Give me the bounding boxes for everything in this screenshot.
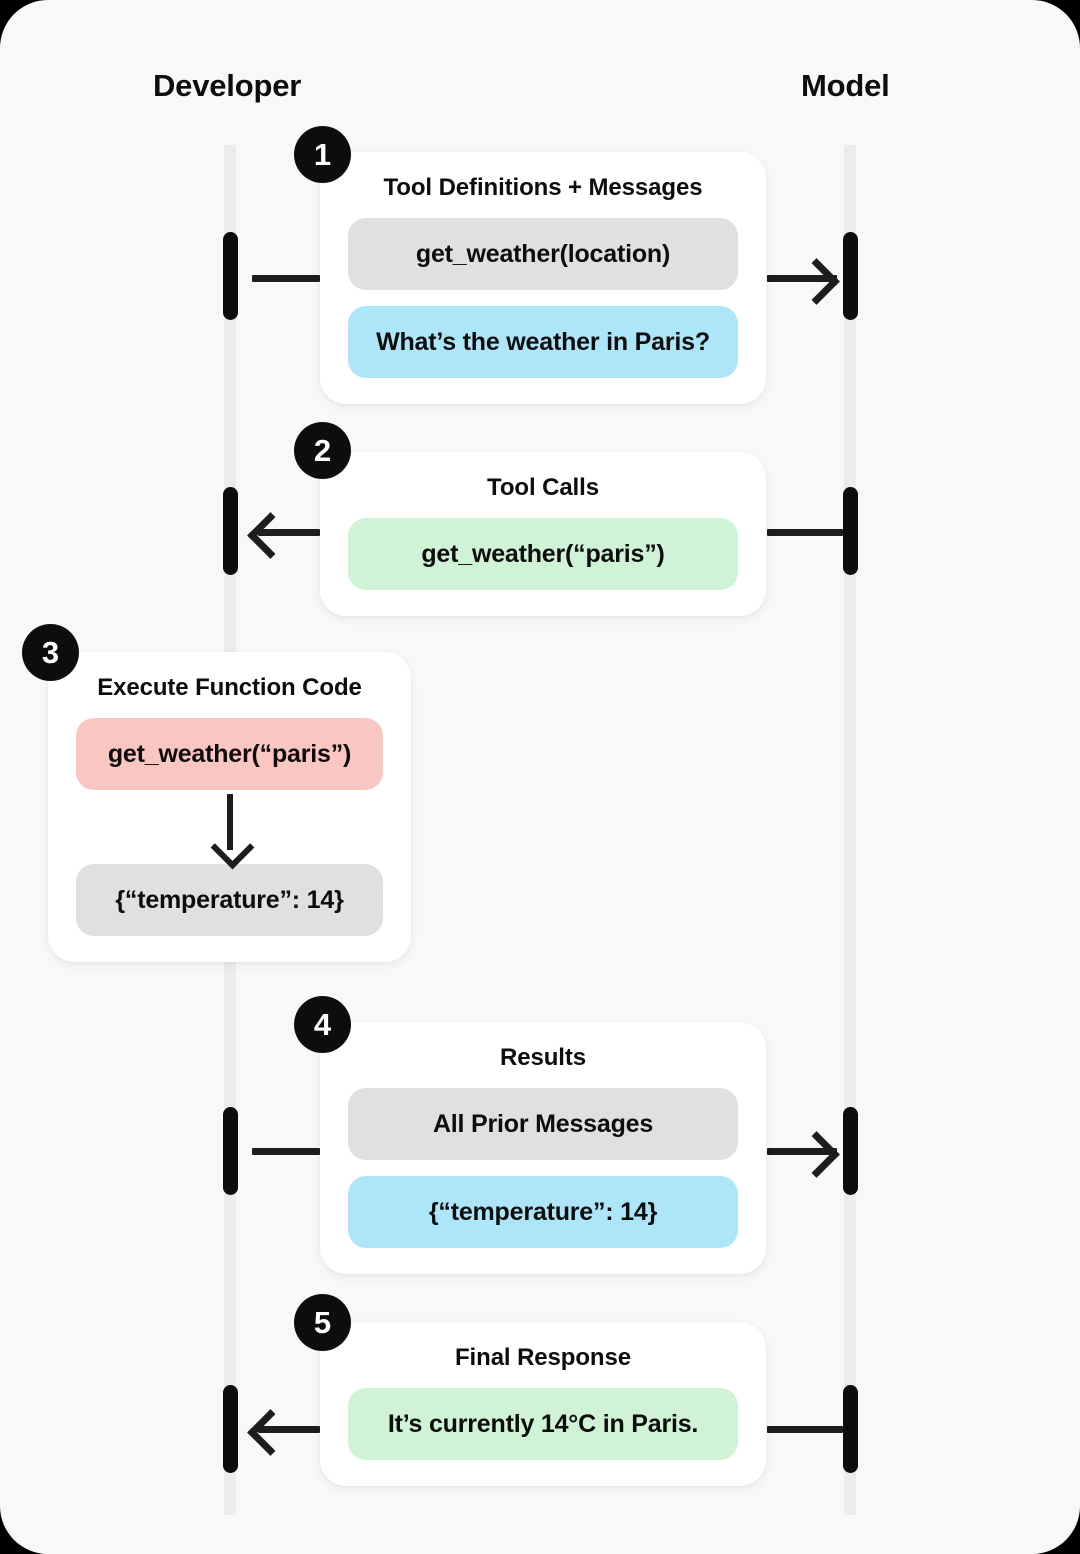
step-card-3-title: Execute Function Code <box>97 674 362 701</box>
arrowhead-step5-to-developer <box>247 1409 294 1456</box>
activation-model-step5 <box>843 1385 858 1473</box>
step-card-4-title: Results <box>500 1044 586 1071</box>
step-badge-3: 3 <box>22 624 79 681</box>
activation-developer-step4 <box>223 1107 238 1195</box>
step-card-4-pill-1: All Prior Messages <box>348 1088 738 1160</box>
step-card-2[interactable]: Tool Calls get_weather(“paris”) <box>320 452 766 616</box>
step-card-1-title: Tool Definitions + Messages <box>383 174 703 201</box>
activation-model-step1 <box>843 232 858 320</box>
arrowhead-step1-to-model <box>793 258 840 305</box>
activation-developer-step1 <box>223 232 238 320</box>
step-card-3-pill-2: {“temperature”: 14} <box>76 864 383 936</box>
activation-model-step4 <box>843 1107 858 1195</box>
column-header-developer: Developer <box>153 68 302 103</box>
activation-developer-step2 <box>223 487 238 575</box>
step-badge-1: 1 <box>294 126 351 183</box>
lifeline-model <box>844 145 856 1515</box>
connector-step5-right <box>767 1426 843 1433</box>
column-header-model: Model <box>801 68 890 103</box>
connector-step2-left <box>258 529 320 536</box>
connector-step1-right <box>767 275 837 282</box>
step-card-3[interactable]: Execute Function Code get_weather(“paris… <box>48 652 411 962</box>
arrowhead-step4-to-model <box>793 1131 840 1178</box>
step-card-4[interactable]: Results All Prior Messages {“temperature… <box>320 1022 766 1274</box>
step-card-5-pill-1: It’s currently 14°C in Paris. <box>348 1388 738 1460</box>
down-arrow-icon <box>76 794 383 870</box>
step-badge-4: 4 <box>294 996 351 1053</box>
step-card-5[interactable]: Final Response It’s currently 14°C in Pa… <box>320 1322 766 1486</box>
activation-model-step2 <box>843 487 858 575</box>
connector-step4-left <box>252 1148 320 1155</box>
arrowhead-step2-to-developer <box>247 512 294 559</box>
step-card-4-pill-2: {“temperature”: 14} <box>348 1176 738 1248</box>
step-badge-2: 2 <box>294 422 351 479</box>
step-card-2-pill-1: get_weather(“paris”) <box>348 518 738 590</box>
activation-developer-step5 <box>223 1385 238 1473</box>
step-card-1-pill-2: What’s the weather in Paris? <box>348 306 738 378</box>
connector-step5-left <box>258 1426 320 1433</box>
step-badge-5: 5 <box>294 1294 351 1351</box>
step-card-1[interactable]: Tool Definitions + Messages get_weather(… <box>320 152 766 404</box>
step-card-5-title: Final Response <box>455 1344 631 1371</box>
step-card-1-pill-1: get_weather(location) <box>348 218 738 290</box>
connector-step4-right <box>767 1148 837 1155</box>
connector-step1-left <box>252 275 320 282</box>
connector-step2-right <box>767 529 843 536</box>
step-card-2-title: Tool Calls <box>487 474 599 501</box>
step-card-3-pill-1: get_weather(“paris”) <box>76 718 383 790</box>
